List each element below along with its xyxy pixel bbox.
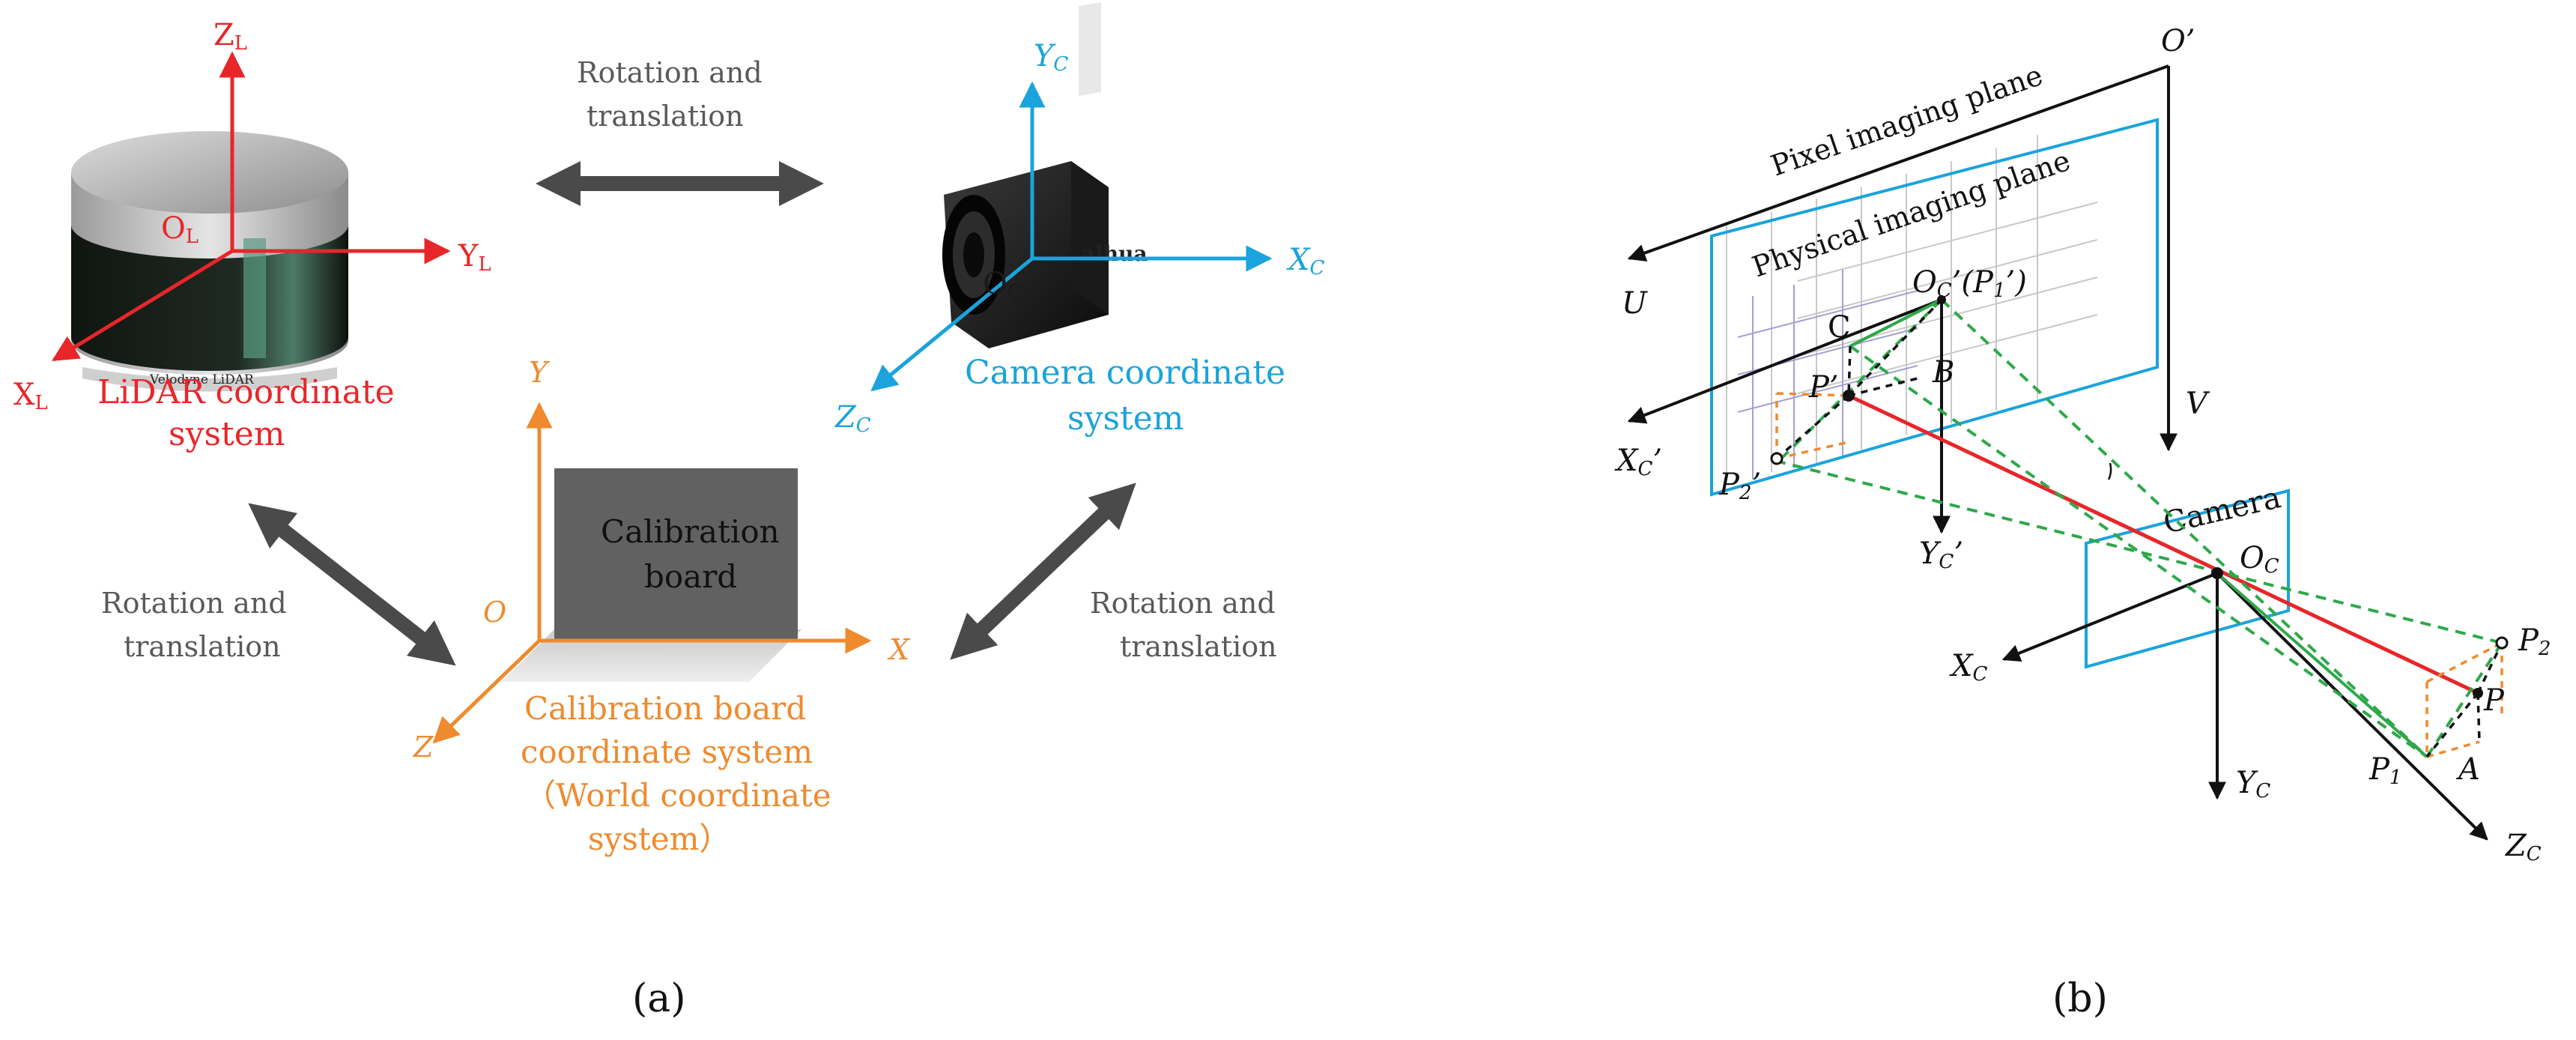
board-box-line2: board <box>644 558 737 595</box>
orange-box-world <box>2425 641 2503 758</box>
v-label: V <box>2186 387 2210 421</box>
point-oc <box>2211 567 2223 579</box>
p-prime-label: P’ <box>1808 370 1839 405</box>
image-point-box <box>1775 298 1943 460</box>
transform-left-line1: Rotation and <box>101 587 287 620</box>
camera-brand-text: alhua <box>1082 241 1148 266</box>
zc-axis <box>2216 572 2488 841</box>
camera-plane-label: Camera <box>2160 480 2284 541</box>
o-prime-label: O’ <box>2161 24 2195 58</box>
panel-b: Pixel imaging plane O’ U V Physical imag… <box>1614 24 2551 1021</box>
a-label: A <box>2455 752 2480 787</box>
caption-a: (a) <box>632 976 686 1021</box>
point-oc-prime <box>1937 295 1946 304</box>
caption-b: (b) <box>2052 976 2108 1021</box>
b-label: B <box>1932 355 1954 390</box>
transform-right-line2: translation <box>1120 630 1277 663</box>
transform-top-line2: translation <box>587 100 744 133</box>
lidar-system-label-line2: system <box>169 415 285 453</box>
lidar-axes <box>52 51 451 362</box>
board-system-label-line4: system） <box>588 820 730 857</box>
camera-system-label-line2: system <box>1067 399 1184 438</box>
p2-label: P2 <box>2518 623 2551 660</box>
lidar-device-image: Velodyne LiDAR <box>71 131 348 392</box>
camera-system-label-line1: Camera coordinate <box>965 354 1285 392</box>
focal-mark <box>2107 462 2112 480</box>
p-label: P <box>2483 683 2505 718</box>
camera-axis-x-label: XC <box>1286 243 1324 279</box>
imaging-grid <box>1726 135 2098 480</box>
camera-origin-label: OC <box>983 267 1022 303</box>
panel-a: Velodyne LiDAR ZL YL XL OL LiDAR coordin… <box>13 1 1324 1021</box>
point-p2 <box>2495 636 2509 650</box>
point-p-prime <box>1843 390 1855 402</box>
board-axis-y-label: Y <box>529 356 551 389</box>
camera-axes <box>870 81 1273 392</box>
lidar-origin-label: OL <box>161 211 198 248</box>
pixel-plane-frame <box>1627 64 2178 452</box>
xc-prime-label: XC’ <box>1614 444 1662 480</box>
point-p2-prime <box>1770 452 1783 465</box>
zc-label: ZC <box>2504 829 2542 865</box>
lidar-axis-x-label: XL <box>13 378 48 414</box>
camera-axis-y-label: YC <box>1034 39 1068 76</box>
board-system-label-line3: （World coordinate <box>524 777 831 814</box>
xc-label: XC <box>1949 649 1987 686</box>
camera-device-image: alhua <box>942 1 1148 348</box>
p1-label: P1 <box>2369 752 2401 789</box>
board-system-label-line1: Calibration board <box>524 690 806 727</box>
board-origin-label: O <box>483 596 506 629</box>
lidar-system-label-line1: LiDAR coordinate <box>97 373 395 411</box>
board-box-line1: Calibration <box>601 513 780 550</box>
yc-prime-label: YC’ <box>1919 536 1963 573</box>
point-p <box>2473 688 2483 698</box>
u-label: U <box>1622 286 1648 321</box>
orange-box-image <box>1775 392 1849 460</box>
physical-plane <box>1710 118 2159 497</box>
double-arrow-right <box>950 483 1136 660</box>
p2-prime-label: P2’ <box>1718 468 1761 504</box>
transform-left-line2: translation <box>124 630 281 663</box>
transform-right-line1: Rotation and <box>1090 587 1276 620</box>
lidar-brand-text: Velodyne LiDAR <box>149 372 255 387</box>
transform-top-line1: Rotation and <box>577 56 763 89</box>
oc-prime-p1-label: OC’(P1’) <box>1912 265 2027 302</box>
board-system-label-line2: coordinate system <box>521 734 813 770</box>
xc-prime-axis <box>1627 298 1942 424</box>
board-axis-x-label: X <box>887 633 911 666</box>
lidar-axis-z-label: ZL <box>213 18 247 55</box>
board-axes <box>432 402 872 744</box>
oc-label: OC <box>2240 541 2279 578</box>
yc-label: YC <box>2236 766 2270 802</box>
board-axis-z-label: Z <box>413 731 434 764</box>
xc-axis <box>2001 572 2218 662</box>
double-arrow-left <box>248 503 456 666</box>
camera-axis-z-label: ZC <box>834 400 871 437</box>
projection-ray <box>1847 393 2479 695</box>
c-label: C <box>1828 310 1851 345</box>
lidar-axis-y-label: YL <box>458 239 491 276</box>
